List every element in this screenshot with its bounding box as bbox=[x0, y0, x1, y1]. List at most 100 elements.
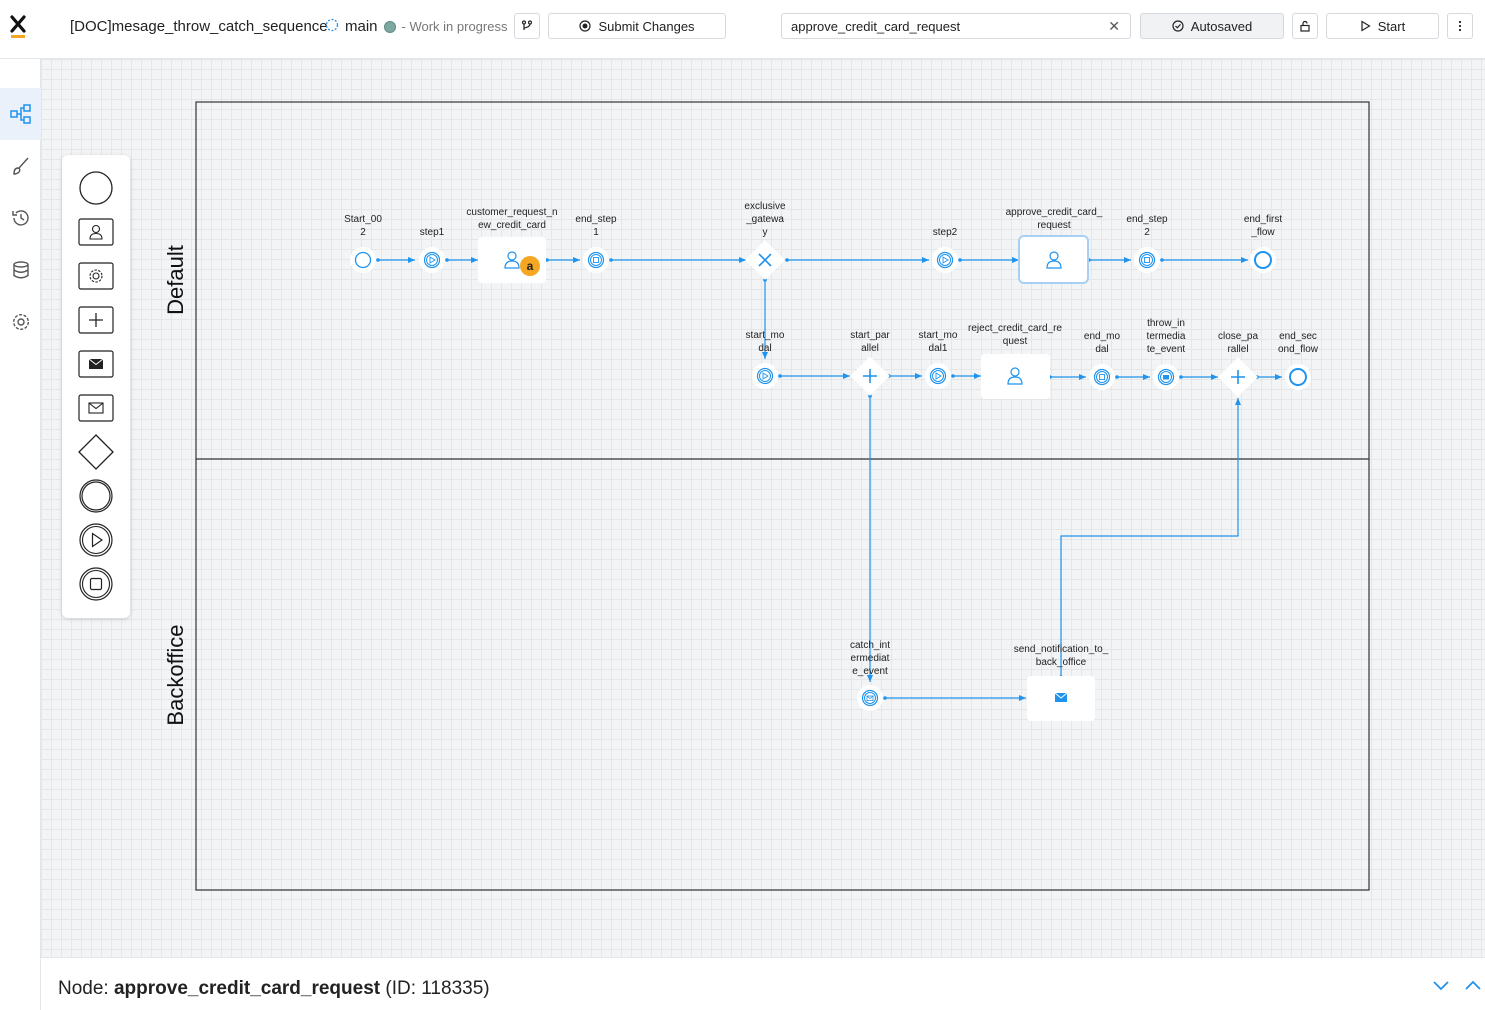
palette-item-send-message-task[interactable] bbox=[76, 344, 116, 384]
svg-text:request: request bbox=[1037, 220, 1071, 231]
start-subprocess-icon bbox=[935, 372, 942, 380]
start-subprocess-icon bbox=[429, 256, 436, 264]
user-task-icon bbox=[504, 251, 520, 269]
chevron-up-icon bbox=[1465, 980, 1481, 990]
settings-gear-icon bbox=[12, 313, 29, 331]
palette-item-parallel-gateway[interactable] bbox=[76, 300, 116, 340]
git-merge-icon bbox=[521, 20, 533, 30]
svg-text:step2: step2 bbox=[933, 227, 958, 238]
flow-send-closeparallel[interactable] bbox=[1060, 398, 1241, 677]
node-end-step2[interactable]: end_step 2 bbox=[1126, 214, 1168, 273]
node-step1[interactable]: step1 bbox=[419, 227, 445, 273]
palette-item-receive-message-task[interactable] bbox=[76, 388, 116, 428]
node-approve-credit-card-request[interactable]: approve_credit_card_ request bbox=[1006, 207, 1103, 284]
submit-changes-button[interactable]: Submit Changes bbox=[548, 13, 726, 39]
collapse-panel-button[interactable] bbox=[1432, 978, 1450, 996]
svg-text:_gatewa: _gatewa bbox=[745, 214, 784, 225]
merge-branch-button[interactable] bbox=[514, 13, 540, 39]
sidebar-item-theme[interactable] bbox=[0, 140, 41, 192]
user-task-icon bbox=[1046, 251, 1062, 269]
node-search-input[interactable] bbox=[782, 17, 1103, 35]
node-start-002[interactable]: Start_00 2 bbox=[344, 214, 382, 273]
status-dot-icon bbox=[383, 20, 396, 33]
autosaved-button[interactable]: Autosaved bbox=[1140, 13, 1284, 39]
svg-text:close_pa: close_pa bbox=[1218, 331, 1258, 342]
node-catch-intermediate-event[interactable]: catch_int ermediat e_event bbox=[850, 640, 890, 711]
left-sidebar bbox=[0, 59, 41, 1010]
node-end-second-flow[interactable]: end_sec ond_flow bbox=[1278, 331, 1319, 390]
palette-item-service-task[interactable] bbox=[76, 256, 116, 296]
node-reject-credit-card-request[interactable]: reject_credit_card_re quest bbox=[968, 323, 1062, 399]
end-event-icon bbox=[79, 479, 113, 513]
node-search-box[interactable]: ✕ bbox=[781, 13, 1131, 39]
svg-text:start_par: start_par bbox=[850, 330, 890, 341]
app-logo-icon[interactable] bbox=[8, 12, 30, 40]
start-button[interactable]: Start bbox=[1326, 13, 1439, 39]
end-event-icon bbox=[1289, 368, 1307, 386]
end-subprocess-icon bbox=[1099, 374, 1105, 380]
node-start-modal1[interactable]: start_mo dal1 bbox=[919, 330, 958, 389]
palette-item-exclusive-gateway[interactable] bbox=[76, 432, 116, 472]
palette-item-start-event[interactable] bbox=[76, 168, 116, 208]
assignee-badge[interactable] bbox=[520, 256, 540, 276]
svg-text:end_step: end_step bbox=[1126, 214, 1168, 225]
clear-search-icon[interactable]: ✕ bbox=[1108, 18, 1120, 34]
sequence-flows bbox=[377, 257, 1282, 701]
svg-text:2: 2 bbox=[360, 227, 366, 238]
svg-text:dal: dal bbox=[1095, 344, 1108, 355]
node-close-parallel[interactable]: close_pa rallel bbox=[1218, 331, 1258, 397]
send-message-task-icon bbox=[1054, 692, 1068, 702]
sidebar-item-data[interactable] bbox=[0, 244, 41, 296]
history-icon bbox=[11, 210, 29, 226]
user-task-icon bbox=[78, 218, 114, 246]
chevron-down-icon bbox=[1433, 981, 1449, 991]
palette-item-start-subprocess[interactable] bbox=[76, 520, 116, 560]
process-diagram-icon bbox=[9, 104, 31, 124]
node-end-first-flow[interactable]: end_first _flow bbox=[1244, 214, 1283, 273]
sidebar-item-history[interactable] bbox=[0, 192, 41, 244]
more-options-button[interactable] bbox=[1447, 13, 1473, 39]
node-exclusive-gateway[interactable]: exclusive _gatewa y bbox=[744, 201, 786, 280]
svg-text:back_office: back_office bbox=[1036, 657, 1087, 668]
node-step2[interactable]: step2 bbox=[932, 227, 958, 273]
throw-message-icon bbox=[1163, 375, 1169, 380]
svg-text:ermediat: ermediat bbox=[851, 653, 890, 664]
branch-selector[interactable]: main - Work in progress bbox=[325, 18, 507, 35]
parallel-gateway-icon bbox=[863, 369, 877, 383]
svg-text:ew_credit_card: ew_credit_card bbox=[478, 220, 546, 231]
lock-button[interactable] bbox=[1292, 13, 1318, 39]
lane-label-default: Default bbox=[163, 245, 188, 315]
start-event-icon bbox=[79, 171, 113, 205]
node-end-modal[interactable]: end_mo dal bbox=[1084, 331, 1121, 390]
start-subprocess-icon bbox=[762, 372, 769, 380]
svg-text:a: a bbox=[527, 259, 534, 273]
palette-item-end-subprocess[interactable] bbox=[76, 564, 116, 604]
send-message-task-icon bbox=[78, 350, 114, 378]
selected-node-id: (ID: 118335) bbox=[385, 978, 490, 999]
palette-item-user-task[interactable] bbox=[76, 212, 116, 252]
exclusive-gateway-icon bbox=[78, 434, 114, 470]
database-icon bbox=[12, 261, 29, 279]
end-subprocess-icon bbox=[593, 257, 599, 263]
node-customer-request-new-credit-card[interactable]: a customer_request_n ew_credit_card bbox=[466, 207, 558, 283]
node-send-notification-to-back-office[interactable]: send_notification_to_ back_office bbox=[1014, 644, 1109, 721]
branch-icon bbox=[325, 18, 339, 35]
sidebar-item-process-diagram[interactable] bbox=[0, 88, 41, 140]
svg-text:termedia: termedia bbox=[1147, 331, 1186, 342]
parallel-gateway-icon bbox=[78, 306, 114, 334]
sidebar-item-settings[interactable] bbox=[0, 296, 41, 348]
diagram-canvas[interactable] bbox=[41, 59, 1485, 957]
svg-text:reject_credit_card_re: reject_credit_card_re bbox=[968, 323, 1062, 334]
play-icon bbox=[1361, 20, 1371, 32]
end-event-icon bbox=[1254, 251, 1272, 269]
node-start-modal[interactable]: start_mo dal bbox=[746, 330, 785, 389]
svg-text:rallel: rallel bbox=[1227, 344, 1248, 355]
node-start-parallel[interactable]: start_par allel bbox=[850, 330, 890, 396]
svg-text:start_mo: start_mo bbox=[919, 330, 958, 341]
svg-text:dal: dal bbox=[758, 343, 771, 354]
node-end-step1[interactable]: end_step 1 bbox=[575, 214, 617, 273]
palette-item-end-event[interactable] bbox=[76, 476, 116, 516]
expand-panel-button[interactable] bbox=[1464, 978, 1482, 996]
node-throw-intermediate-event[interactable]: throw_in termedia te_event bbox=[1147, 318, 1186, 390]
